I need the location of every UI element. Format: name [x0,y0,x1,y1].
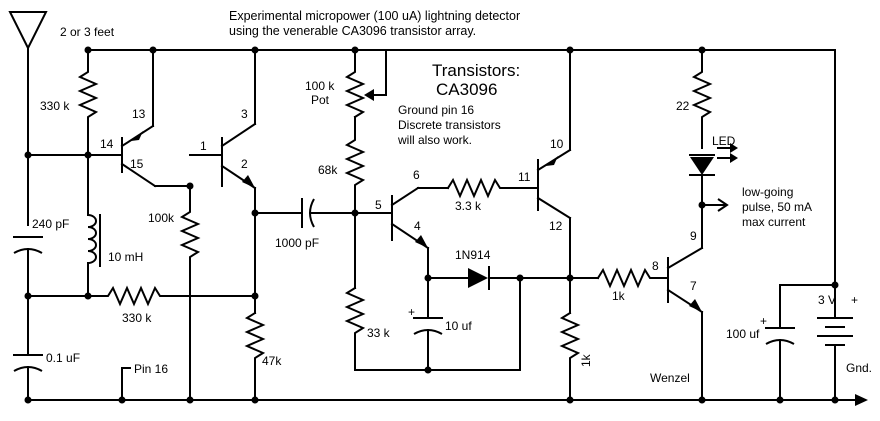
note-line-2: Discrete transistors [398,118,501,132]
pin16-label: Pin 16 [134,362,168,376]
pin-3-label: 3 [241,107,248,121]
resistor-1k-bottom [559,311,581,401]
capacitor-0-1uf [13,354,43,401]
author-label: Wenzel [650,371,690,385]
junction-dots [24,46,839,404]
capacitor-1000pf [254,198,356,228]
resistor-1k-bottom-label: 1k [579,353,593,367]
transistors-part: CA3096 [436,80,497,99]
pin-13-label: 13 [132,107,146,121]
antenna-length-label: 2 or 3 feet [60,25,115,39]
pin16-ground [121,367,131,401]
transistor-q8 [666,174,704,401]
led-label: LED [712,134,736,148]
transistor-q5 [354,186,449,279]
resistor-1k-base [596,267,669,289]
antenna [8,11,48,226]
capacitor-100uf-label: 100 uf [726,327,760,341]
pin-1-label: 1 [200,139,207,153]
resistor-22-label: 22 [676,99,690,113]
pin-2-label: 2 [241,157,248,171]
title-line-2: using the venerable CA3096 transistor ar… [229,24,476,38]
battery-label: 3 V [818,293,836,307]
capacitor-10uf [413,277,443,371]
resistor-100k [179,185,201,401]
diode-1n914 [427,266,599,290]
note-line-3: will also work. [397,133,472,147]
resistor-47k [244,311,266,401]
resistor-100k-label: 100k [148,211,175,225]
resistor-1k-base-label: 1k [612,289,626,303]
capacitor-1000pf-label: 1000 pF [275,236,319,250]
pin-11-label: 11 [518,170,531,184]
resistor-68k-label: 68k [318,163,338,177]
capacitor-0-1uf-label: 0.1 uF [46,351,80,365]
resistor-330k-bottom [27,285,256,307]
resistor-3-3k [446,177,539,199]
note-line-1: Ground pin 16 [398,103,474,117]
inductor-10mh [87,154,101,297]
transistor-q2 [189,49,257,314]
pin-5-label: 5 [375,198,382,212]
pin-8-label: 8 [652,259,659,273]
output-label-line3: max current [742,215,806,229]
pot-label-value: 100 k [305,79,335,93]
resistor-68k [344,116,366,289]
resistor-330k-bottom-label: 330 k [122,311,152,325]
pin-9-label: 9 [690,229,697,243]
resistor-47k-label: 47k [262,354,282,368]
resistor-330k-top-label: 330 k [40,99,70,113]
capacitor-100uf-plus-label: + [760,314,767,328]
pin-14-label: 14 [100,137,114,151]
output-label-line1: low-going [742,185,793,199]
pin-15-label: 15 [130,157,144,171]
led-light-arrow-icon-2 [730,153,738,163]
pot-wiper-arrow-icon [364,89,374,101]
output-label-line2: pulse, 50 mA [742,200,812,214]
pin-12-label: 12 [549,219,563,233]
transistor-q14 [120,49,191,188]
capacitor-240pf [13,236,43,356]
ground-rail [27,394,868,406]
output-arrow [701,198,729,212]
diode-label: 1N914 [455,248,491,262]
pot-label-type: Pot [311,93,330,107]
title-line-1: Experimental micropower (100 uA) lightni… [229,9,520,23]
battery-plus-label: + [851,293,858,307]
resistor-3-3k-label: 3.3 k [455,199,482,213]
pin-6-label: 6 [413,168,420,182]
resistor-22 [691,49,713,149]
potentiometer-100k [344,49,387,119]
capacitor-100uf [765,284,836,401]
top-power-rail [87,49,836,286]
transistors-heading: Transistors: [432,61,520,80]
pin-4-label: 4 [414,219,421,233]
resistor-33k-label: 33 k [367,326,391,340]
battery-3v [817,284,853,401]
inductor-label: 10 mH [108,250,143,264]
ground-arrow-icon [855,394,868,406]
transistor-q11 [536,49,572,314]
led [689,143,738,176]
capacitor-240pf-label: 240 pF [32,217,69,231]
resistor-33k [344,277,521,371]
pin-7-label: 7 [690,279,697,293]
resistor-330k-top [77,49,99,156]
capacitor-10uf-label: 10 uf [445,319,472,333]
capacitor-10uf-plus-label: + [408,305,415,319]
led-light-arrow-icon [730,143,738,153]
pin-10-label: 10 [550,137,564,151]
ground-label: Gnd. [846,361,872,375]
